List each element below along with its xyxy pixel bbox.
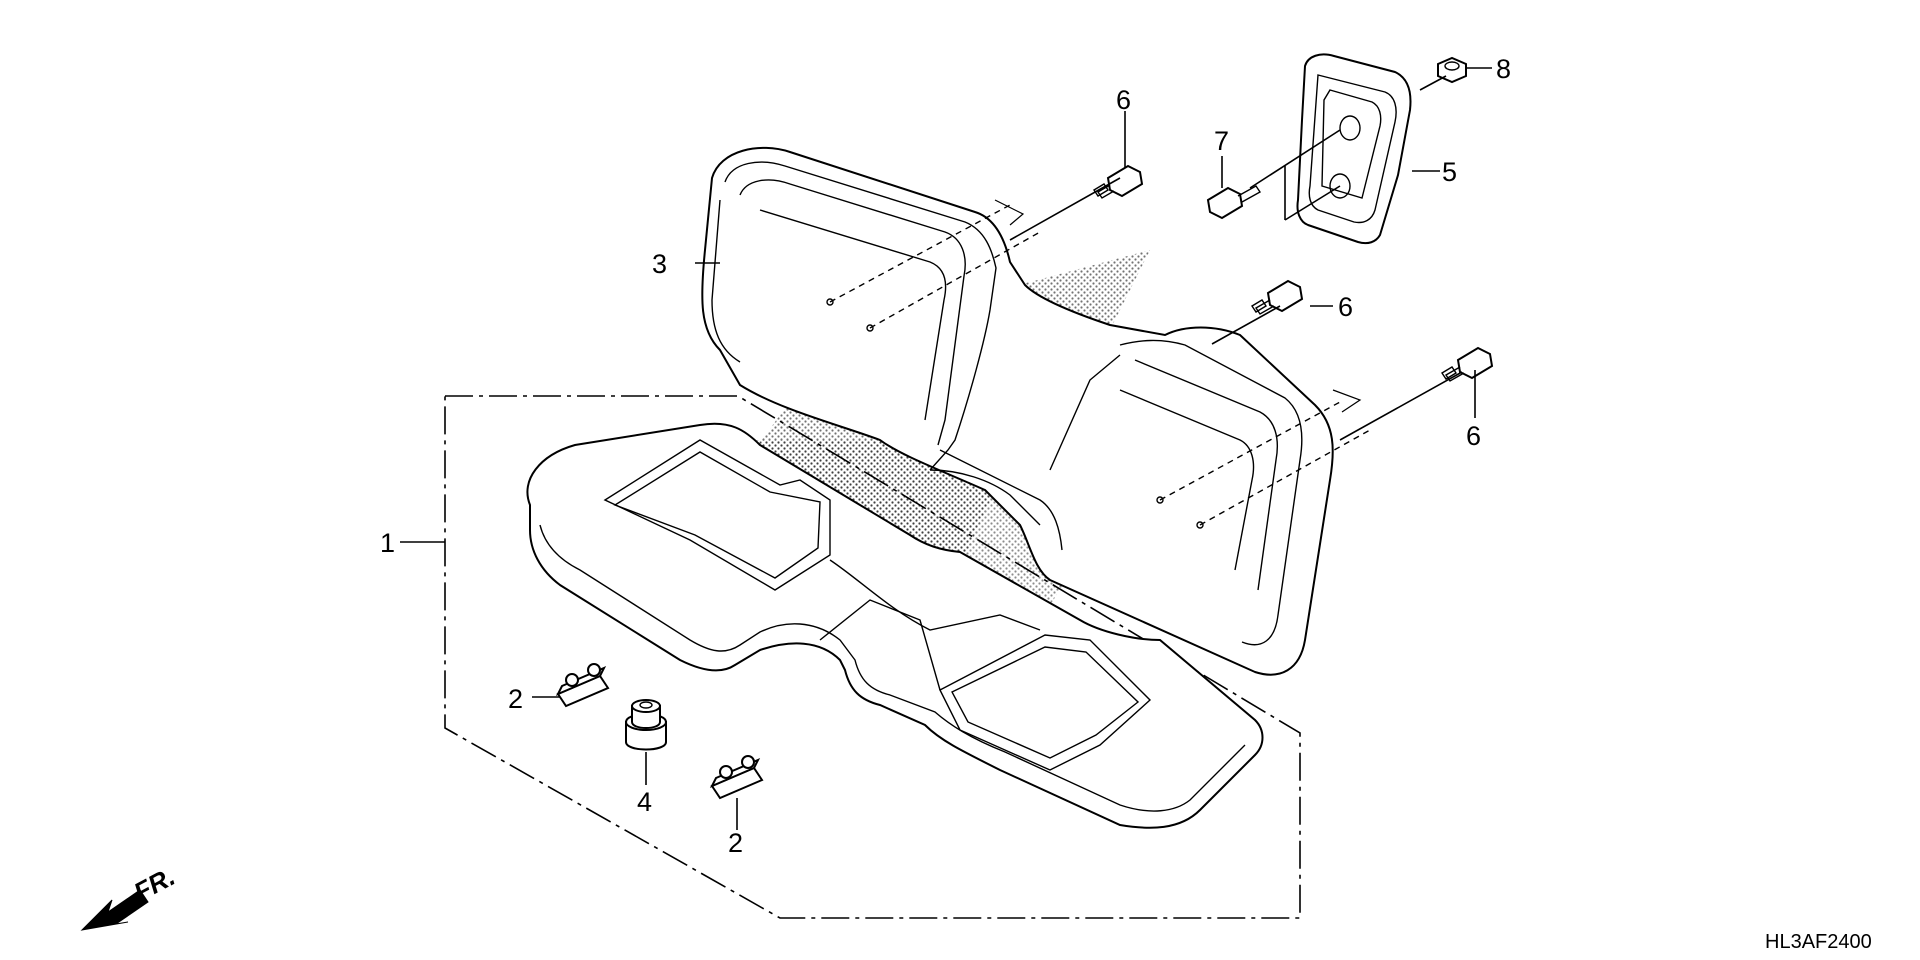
seat-cushion bbox=[526, 422, 1264, 829]
callout-6-right: 6 bbox=[1466, 421, 1481, 451]
seat-back bbox=[701, 146, 1334, 676]
callout-2-right: 2 bbox=[728, 828, 743, 858]
bolt-6-middle bbox=[1251, 279, 1304, 315]
bolt-6-top bbox=[1093, 164, 1144, 199]
clip-2-right bbox=[709, 755, 764, 800]
alignment-dashes bbox=[826, 204, 1371, 529]
bolt-7 bbox=[1206, 185, 1262, 220]
clip-2-left bbox=[555, 663, 610, 708]
callout-1: 1 bbox=[380, 528, 395, 558]
drawing-code: HL3AF2400 bbox=[1765, 931, 1872, 953]
callout-3: 3 bbox=[652, 249, 667, 279]
callout-4: 4 bbox=[637, 787, 652, 817]
bolt-6-right bbox=[1441, 346, 1494, 382]
callout-6-middle: 6 bbox=[1338, 292, 1353, 322]
callout-7: 7 bbox=[1214, 126, 1229, 156]
assembly-1-outline bbox=[444, 395, 1301, 919]
leader-lines bbox=[532, 67, 1492, 830]
callout-5: 5 bbox=[1442, 157, 1457, 187]
callout-8: 8 bbox=[1496, 54, 1511, 84]
front-arrow-icon bbox=[80, 889, 149, 931]
callout-6-top: 6 bbox=[1116, 85, 1131, 115]
front-direction-indicator: FR. bbox=[80, 861, 180, 931]
bracket-plate bbox=[1296, 53, 1412, 245]
rubber-mount-4 bbox=[625, 699, 667, 751]
callout-2-left: 2 bbox=[508, 684, 523, 714]
